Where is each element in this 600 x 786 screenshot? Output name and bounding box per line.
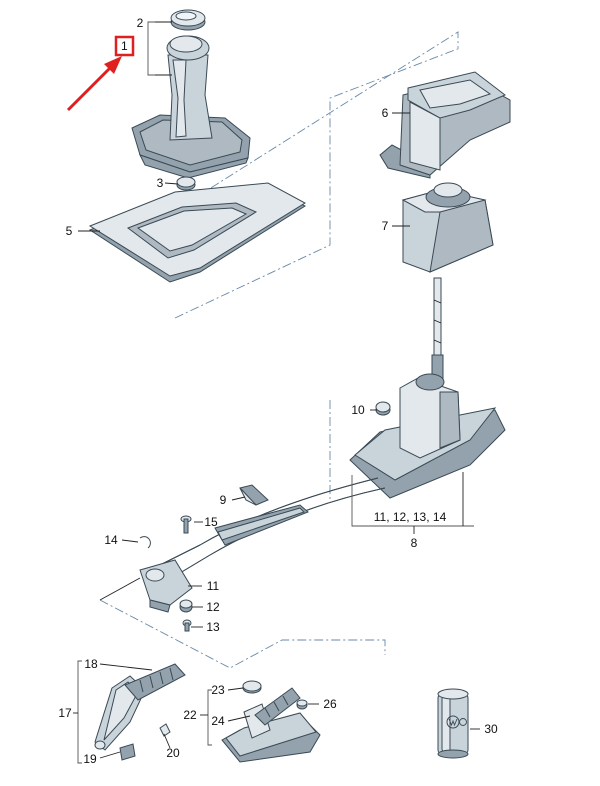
bolt-15-part xyxy=(180,515,192,534)
callout-12: 12 xyxy=(206,600,220,614)
callout-15: 15 xyxy=(204,515,218,529)
callout-10: 10 xyxy=(351,403,365,417)
clip-9-part xyxy=(239,484,269,506)
shifter-mechanism-part xyxy=(349,373,506,499)
callout-23: 23 xyxy=(211,683,225,697)
bracket-11-part xyxy=(99,559,193,613)
grease-tube-30-part xyxy=(437,688,469,759)
callout-labels: 1 2 3 5 6 7 10 9 15 11, 12, 13, 14 8 14 … xyxy=(58,16,498,766)
knob-cap-part xyxy=(170,9,206,31)
highlight-box xyxy=(114,35,135,57)
dashed-reference-lines xyxy=(99,31,461,669)
callout-20: 20 xyxy=(166,746,180,760)
housing-lower-part xyxy=(401,182,494,273)
callout-30: 30 xyxy=(484,722,498,736)
callout-5: 5 xyxy=(66,224,73,238)
callout-26: 26 xyxy=(323,697,337,711)
callout-2: 2 xyxy=(137,16,144,30)
bolt-13-part xyxy=(182,619,192,632)
callout-13: 13 xyxy=(206,620,220,634)
callout-7: 7 xyxy=(382,219,389,233)
callout-24: 24 xyxy=(211,714,225,728)
callout-range-8: 11, 12, 13, 14 xyxy=(374,510,447,524)
callout-8: 8 xyxy=(411,536,418,550)
ring-part xyxy=(176,176,196,191)
gear-knob-boot-part xyxy=(131,35,251,179)
callout-11: 11 xyxy=(207,579,220,593)
callout-9: 9 xyxy=(220,493,227,507)
callout-1: 1 xyxy=(121,39,128,53)
shift-cables-part xyxy=(149,477,386,586)
pointer-arrow-icon xyxy=(66,56,122,112)
housing-top-part xyxy=(379,71,511,179)
nut-12-part xyxy=(179,599,193,613)
leader-lines xyxy=(73,21,480,764)
callout-3: 3 xyxy=(157,176,164,190)
trim-frame-part xyxy=(88,182,306,283)
circlip-14-part xyxy=(139,536,151,549)
lever-22-part xyxy=(221,680,321,763)
callout-19: 19 xyxy=(83,752,97,766)
nut-10-part xyxy=(375,401,391,416)
callout-6: 6 xyxy=(382,106,389,120)
callout-18: 18 xyxy=(84,657,98,671)
callout-22: 22 xyxy=(183,708,197,722)
callout-14: 14 xyxy=(104,533,118,547)
vw-logo-icon xyxy=(446,715,467,729)
shift-lever-part xyxy=(431,277,444,386)
lever-17-part xyxy=(94,663,186,761)
callout-17: 17 xyxy=(58,706,72,720)
